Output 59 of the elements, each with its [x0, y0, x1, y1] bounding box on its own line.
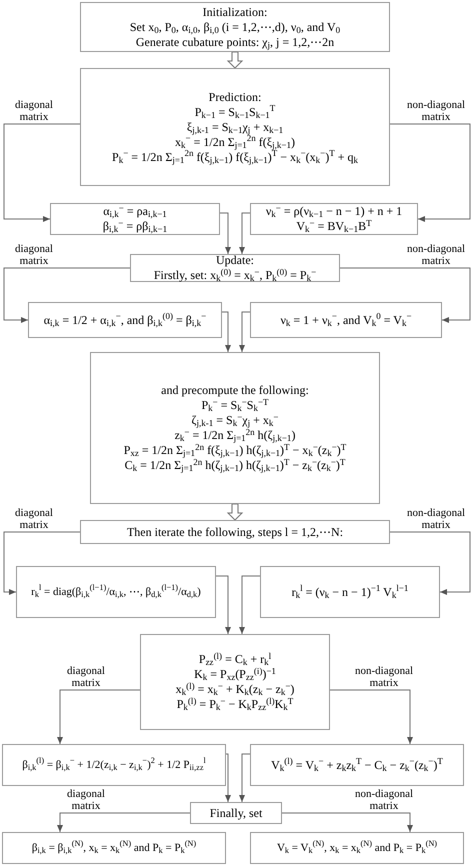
arrow — [4, 532, 80, 595]
process-box — [80, 520, 390, 544]
arrow — [57, 690, 140, 744]
arrow — [239, 212, 250, 254]
arrow — [239, 312, 250, 352]
process-box — [80, 68, 390, 186]
formula-text: α$_{i,k}$$^{−}$ = ρa$_{i,k−1}$ — [103, 204, 167, 219]
formula-text: P$_{xz}$ = 1/2n Σ$_{j=1}$$^{2n}$ f(ξ$_{j,k−1}$) h(ζ$_{j,k−1}$)$^{T}$ − x$_{k}$$^{−}$(z$_{k}$$^{−}$)$^{T}$ — [124, 443, 346, 458]
formula-text: K$_{k}$ = P$_{xz}$(P$_{zz}$$^{(i)}$)$^{−1}$ — [194, 667, 276, 682]
step-heading: Prediction: — [208, 90, 262, 104]
formula-text: x$_{k}$$^{−}$ = 1/2n Σ$_{j=1}$$^{2n}$ f(ξ$_{j,k−1}$) — [175, 134, 295, 150]
arrow — [390, 532, 470, 595]
formula-text: β$_{i,k}$$^{−}$ = ρβ$_{i,k−1}$ — [102, 219, 168, 234]
arrow — [57, 812, 190, 832]
arrow — [4, 124, 80, 222]
process-box — [250, 832, 464, 864]
step-heading: Initialization: — [202, 4, 268, 20]
formula-text: x$_{k}$$^{(l)}$ = x$_{k}$$^{−}$ + K$_{k}$(z$_{k}$ − z$_{k}$$^{−}$) — [176, 682, 294, 697]
process-box — [250, 302, 442, 338]
formula-text: ξ$_{j,k-1}$ = S$_{k−1}$χ$_{j}$ + x$_{k−1}$ — [186, 120, 284, 134]
process-box — [260, 566, 440, 618]
arrow — [222, 312, 231, 352]
arrow — [216, 576, 231, 634]
formula-text: Finally, set — [210, 806, 262, 820]
arrow — [340, 268, 470, 323]
arrow — [239, 576, 260, 634]
process-box — [90, 352, 380, 504]
step-heading: Update: — [216, 253, 254, 268]
formula-text: ν$_{k}$$^{−}$ = ρ(ν$_{k−1}$ − n − 1) + n + 1 — [266, 204, 402, 219]
formula-text: Then iterate the following, steps l = 1,2,⋯N: — [126, 524, 344, 540]
formula-text: Set x$_{0}$, P$_{0}$, α$_{i,0}$, β$_{i,0}$ (i = 1,2,⋯,d), ν$_{0}$, and V$_{0}$ — [130, 20, 340, 34]
formula-text: Generate cubature points: χ$_{j}$, j = 1,2,⋯2n — [136, 34, 334, 50]
process-box — [2, 832, 226, 864]
arrow — [220, 212, 231, 254]
process-box — [250, 203, 418, 235]
step-heading: and precompute the following: — [161, 383, 309, 398]
formula-text: V$_{k}$$^{−}$ = BV$_{k−1}$B$^{T}$ — [296, 219, 372, 234]
process-box — [50, 203, 220, 235]
formula-text: V$_{k}$$^{(l)}$ = V$_{k}$$^{−}$ + z$_{k}$z$_{k}$$^{T}$ − C$_{k}$ − z$_{k}$$^{−}$(z$_{k}$$^{−}$)$^{T}$ — [271, 758, 443, 772]
process-box — [250, 744, 464, 786]
formula-text: z$_{k}$$^{−}$ = 1/2n Σ$_{j=1}$$^{2n}$ h(ζ$_{j,k−1}$) — [174, 428, 296, 443]
formula-text: r$_{k}$$^{l}$ = diag(β$_{i,k}$$^{(l−1)}$/α$_{i,k}$, ⋯, β$_{d,k}$$^{(l−1)}$/α$_{d,k}$) — [31, 584, 201, 600]
process-box — [2, 744, 226, 786]
process-box — [28, 302, 222, 338]
formula-text: C$_{k}$ = 1/2n Σ$_{j=1}$$^{2n}$ h(ζ$_{j,k−1}$) h(ζ$_{j,k−1}$)$^{T}$ − z$_{k}$$^{−}$(z$_{k}$$^{−}$)$^{T}$ — [124, 458, 346, 473]
process-box — [140, 634, 330, 730]
arrow — [4, 268, 130, 323]
process-box — [80, 2, 390, 52]
arrow — [390, 124, 470, 222]
arrow — [225, 754, 231, 802]
hollow-arrow — [226, 504, 244, 521]
formula-text: P$_{k}$$^{−}$ = 1/2n Σ$_{j=1}$$^{2n}$ f(ξ$_{j,k−1}$) f(ξ$_{j,k−1}$)$^{T}$ − x$_{k}$$^{−}$(x$_{k}$$^{−}$)$^{T}$ + q$_{k}$ — [112, 150, 358, 164]
arrow — [282, 812, 413, 832]
hollow-arrow — [226, 52, 244, 69]
arrow — [330, 690, 413, 744]
process-box — [16, 566, 216, 618]
arrow — [239, 754, 250, 802]
process-box — [130, 254, 340, 282]
process-box — [190, 802, 282, 824]
